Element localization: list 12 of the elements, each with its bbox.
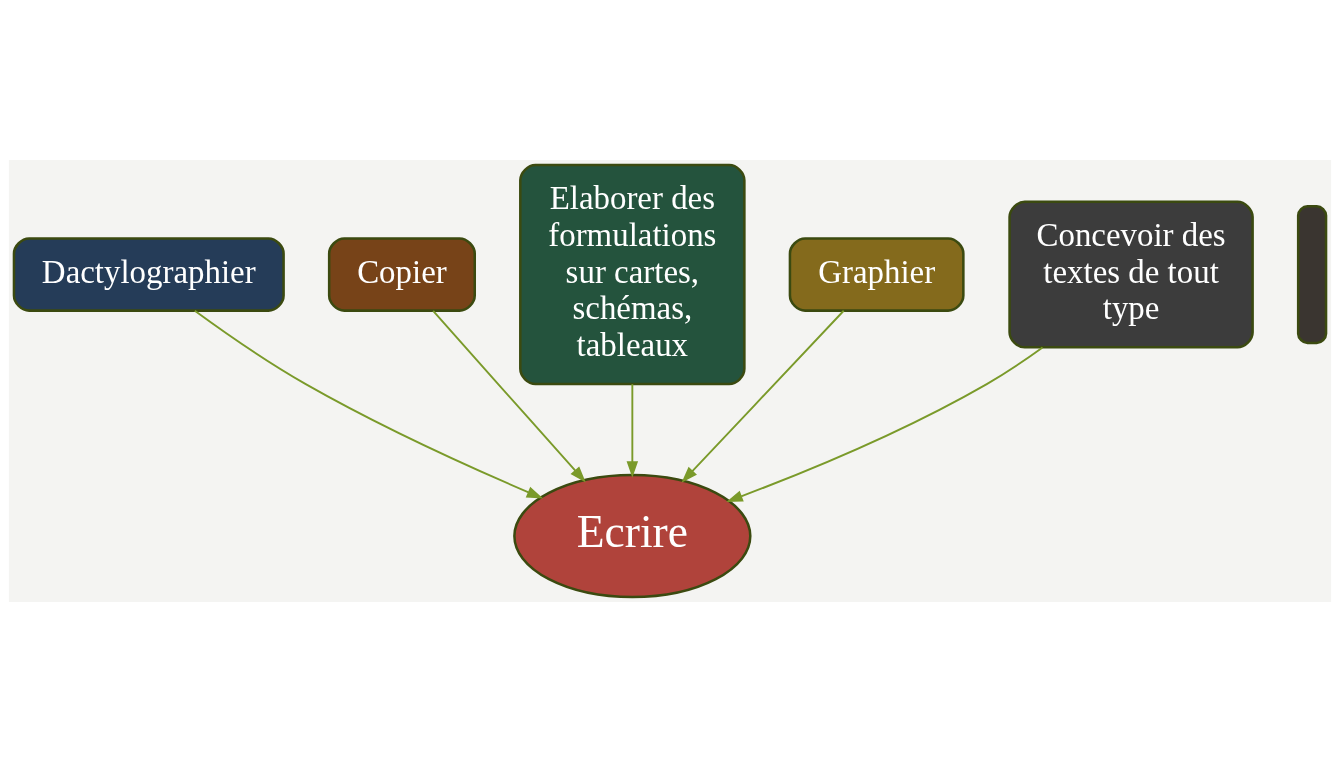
node-box: Copier bbox=[327, 237, 476, 312]
arrow bbox=[432, 310, 586, 483]
arrow bbox=[193, 309, 544, 499]
node-box: Graphier bbox=[788, 237, 965, 312]
arrow bbox=[626, 383, 639, 478]
node-ellipse: Ecrire bbox=[513, 473, 752, 599]
node-box bbox=[1296, 204, 1328, 345]
node-box: Dactylographier bbox=[12, 237, 285, 312]
arrow bbox=[726, 346, 1044, 502]
node-box: Concevoir des textes de tout type bbox=[1008, 200, 1254, 349]
node-box: Elaborer des formulations sur cartes, schémas, tableaux bbox=[519, 163, 746, 386]
arrow bbox=[681, 309, 845, 483]
